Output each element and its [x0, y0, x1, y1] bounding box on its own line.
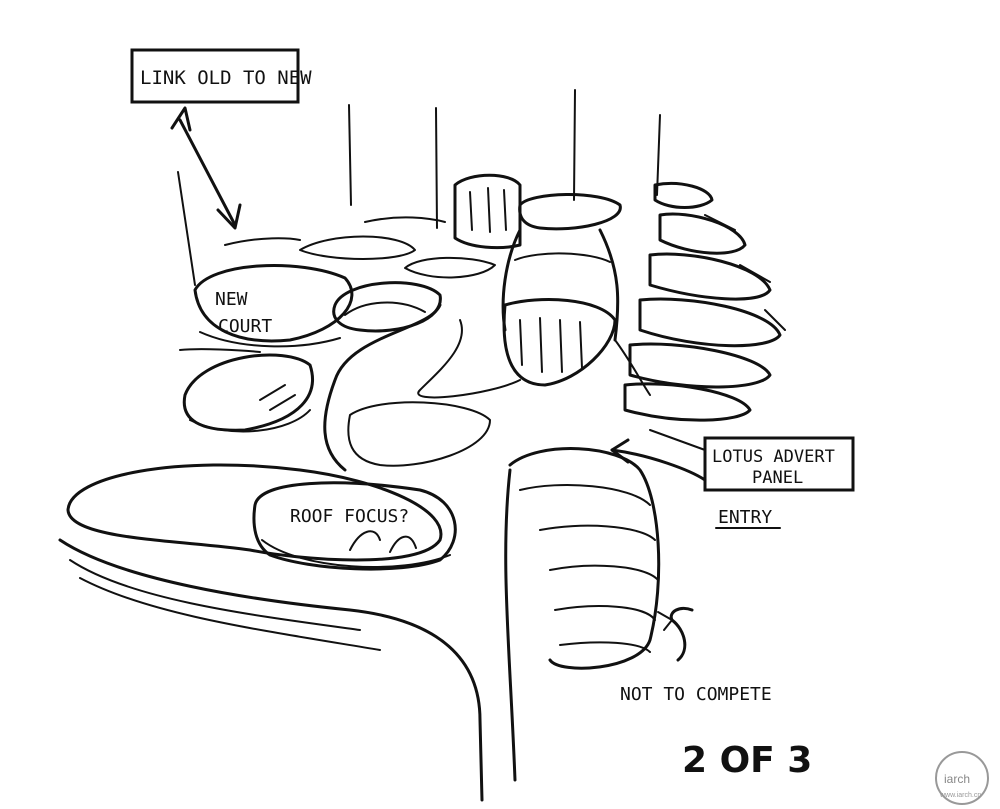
new-court-pod: NEW COURT [193, 264, 354, 348]
winding-path [323, 303, 521, 472]
lotus-advert-label-line2: PANEL [752, 468, 803, 488]
left-lower-pod [179, 348, 314, 433]
page-number: 2 OF 3 [682, 740, 812, 781]
new-court-label-line1: NEW [215, 289, 248, 310]
roof-focus-label: ROOF FOCUS? [290, 506, 409, 527]
watermark-logo: iarch www.iarch.cn [935, 751, 989, 805]
roof-focus-pod: ROOF FOCUS? [252, 481, 457, 571]
svg-text:iarch: iarch [944, 772, 970, 786]
right-stacked-tower [623, 181, 786, 422]
central-tower [453, 173, 651, 396]
new-court-label-line2: COURT [218, 316, 272, 337]
lotus-advert-label-line1: LOTUS ADVERT [712, 447, 835, 467]
lotus-advert-panel-callout: LOTUS ADVERT PANEL [649, 429, 855, 492]
link-old-to-new-callout: LINK OLD TO NEW [130, 48, 312, 230]
not-to-compete-label: NOT TO COMPETE [620, 684, 772, 705]
not-to-compete-callout: NOT TO COMPETE [620, 606, 772, 705]
background-strokes [224, 216, 496, 279]
entry-label: ENTRY [718, 507, 772, 528]
link-old-to-new-label: LINK OLD TO NEW [140, 67, 312, 89]
vertical-guide-lines [177, 89, 661, 286]
watermark-text: www.iarch.cn [939, 792, 981, 799]
lower-cone-tower [504, 447, 661, 782]
foreground-platform [58, 463, 484, 802]
